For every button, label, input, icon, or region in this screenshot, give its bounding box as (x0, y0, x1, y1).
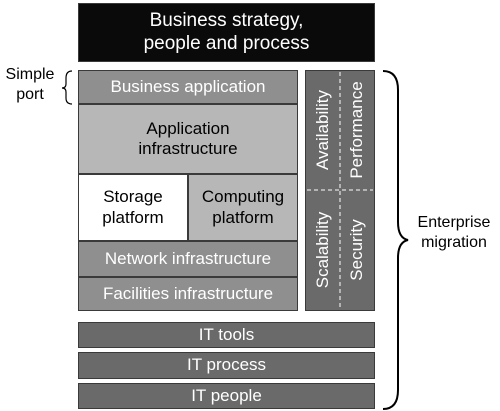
it-people-block: IT people (78, 383, 375, 409)
availability-label: Availability (313, 89, 332, 171)
business-application-block: Business application (78, 70, 298, 104)
network-infrastructure-block: Network infrastructure (78, 241, 298, 277)
scalability-label: Scalability (313, 211, 332, 289)
enterprise-migration-label: Enterprise migration (417, 214, 491, 251)
simple-port-label: Simple port (5, 66, 55, 103)
performance-label: Performance (347, 81, 366, 179)
application-infrastructure-block: Application infrastructure (78, 104, 298, 174)
it-tools-block: IT tools (78, 322, 375, 348)
security-label: Security (347, 219, 366, 281)
computing-platform-block: Computing platform (188, 174, 298, 241)
facilities-infrastructure-block: Facilities infrastructure (78, 277, 298, 311)
storage-platform-block: Storage platform (78, 174, 188, 241)
simple-port-brace (61, 70, 73, 105)
it-process-block: IT process (78, 352, 375, 379)
business-strategy-block: Business strategy, people and process (78, 3, 375, 62)
enterprise-migration-brace (382, 70, 409, 410)
